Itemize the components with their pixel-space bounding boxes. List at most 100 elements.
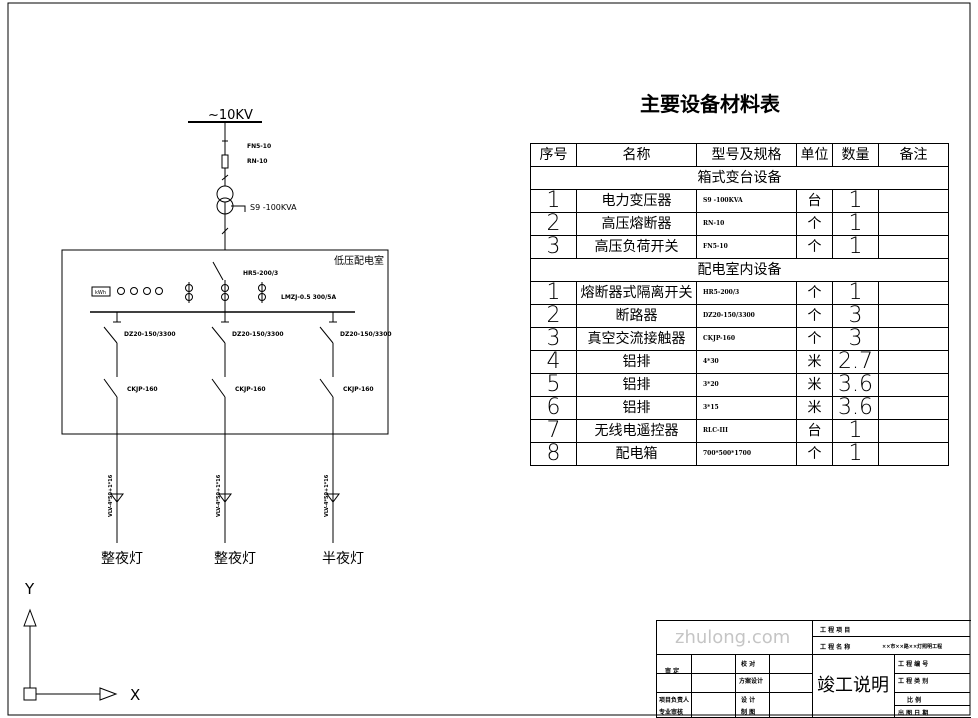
watermark: zhulong.com [675,627,791,648]
cell-note [878,373,949,397]
meter-icons [117,287,163,295]
breaker-label: DZ20-150/3300 [340,331,392,338]
contactor-icon [103,378,118,398]
ct-label: LMZJ-0.5 300/5A [281,294,336,301]
cell-no: 2 [530,212,577,236]
transformer-label: S9 -100KVA [250,203,297,212]
cable-mark-icon [221,174,229,181]
section-title: 配电室内设备 [530,258,949,282]
drawing-title: 竣工说明 [817,675,889,696]
source-voltage-label: ~10KV [208,108,253,123]
section-row: 配电室内设备 [530,258,949,282]
date-label: 出 图 日 期 [898,710,929,717]
cell-no: 2 [530,304,577,328]
cell-name: 真空交流接触器 [576,327,697,351]
column-header: 名称 [576,143,697,167]
cell-no: 3 [530,235,577,259]
column-header: 型号及规格 [696,143,797,167]
drawing-no-label: 工 程 编 号 [898,661,929,668]
column-header: 序号 [530,143,577,167]
cell-note [878,304,949,328]
x-axis-label: X [130,686,140,704]
contactor-label: CKJP-160 [127,386,158,393]
cell-spec: CKJP-160 [696,327,797,351]
cell-qty: 1 [832,189,879,213]
project-name: ××市××路××灯照明工程 [882,644,943,650]
transformer-icon [216,185,246,215]
drawing-frame [7,2,971,716]
cell-spec: DZ20-150/3300 [696,304,797,328]
lamp-icon [110,493,124,503]
fuse-label: RN-10 [247,158,267,165]
lv-room-label: 低压配电室 [334,254,384,267]
cell-spec: 700*500*1700 [696,442,797,466]
cell-note [878,396,949,420]
cell-unit: 个 [796,281,833,305]
table-title: 主要设备材料表 [640,92,780,116]
cell-name: 高压熔断器 [576,212,697,236]
cell-note [878,419,949,443]
branch-1 [103,312,124,543]
cell-note [878,350,949,374]
cell-name: 铝排 [576,373,697,397]
breaker-icon [319,326,334,344]
cell-name: 熔断器式隔离开关 [576,281,697,305]
cable-label: VLV-4*50+1*16 [216,474,222,517]
cell-no: 3 [530,327,577,351]
load-label: 半夜灯 [322,551,364,567]
cell-no: 7 [530,419,577,443]
cell-spec: 3*15 [696,396,797,420]
cell-name: 配电箱 [576,442,697,466]
cell-spec: RLC-III [696,419,797,443]
cell-unit: 个 [796,327,833,351]
cell-name: 断路器 [576,304,697,328]
cell-note [878,442,949,466]
cell-no: 8 [530,442,577,466]
kwh-meter-icon [91,286,111,297]
cell-qty: 1 [832,419,879,443]
cell-no: 1 [530,281,577,305]
project-item-label: 工 程 项 目 [820,627,851,634]
cell-note [878,327,949,351]
breaker-label: DZ20-150/3300 [232,331,284,338]
cell-no: 1 [530,189,577,213]
cell-no: 6 [530,396,577,420]
cell-qty: 1 [832,281,879,305]
kwh-meter-label: kWh [95,290,106,296]
cell-unit: 个 [796,304,833,328]
section-title: 箱式变台设备 [530,166,949,190]
cell-qty: 1 [832,212,879,236]
cell-qty: 3.6 [832,396,879,420]
column-header: 备注 [878,143,949,167]
breaker-icon [103,326,118,344]
cell-unit: 个 [796,442,833,466]
cable-label: VLV-4*50+1*16 [324,474,330,517]
cell-qty: 3 [832,327,879,351]
professional-review-label: 专业审核 [659,709,684,716]
cell-qty: 1 [832,442,879,466]
drawing-label: 制 图 [741,709,756,716]
cell-name: 铝排 [576,350,697,374]
contactor-icon [211,378,226,398]
cell-qty: 1 [832,235,879,259]
table-header-row: 序号名称型号及规格单位数量备注 [530,143,949,167]
cell-qty: 3 [832,304,879,328]
cell-qty: 2.7 [832,350,879,374]
cell-note [878,235,949,259]
column-header: 数量 [832,143,879,167]
cell-spec: RN-10 [696,212,797,236]
isolator-label: HR5-200/3 [243,270,278,277]
cell-unit: 个 [796,212,833,236]
proofread-label: 校 对 [741,661,756,668]
cell-spec: 4*30 [696,350,797,374]
cell-name: 高压负荷开关 [576,235,697,259]
ucs-axis-icon [23,608,118,701]
cell-name: 无线电遥控器 [576,419,697,443]
cable-label: VLV-4*50+1*16 [108,474,114,517]
